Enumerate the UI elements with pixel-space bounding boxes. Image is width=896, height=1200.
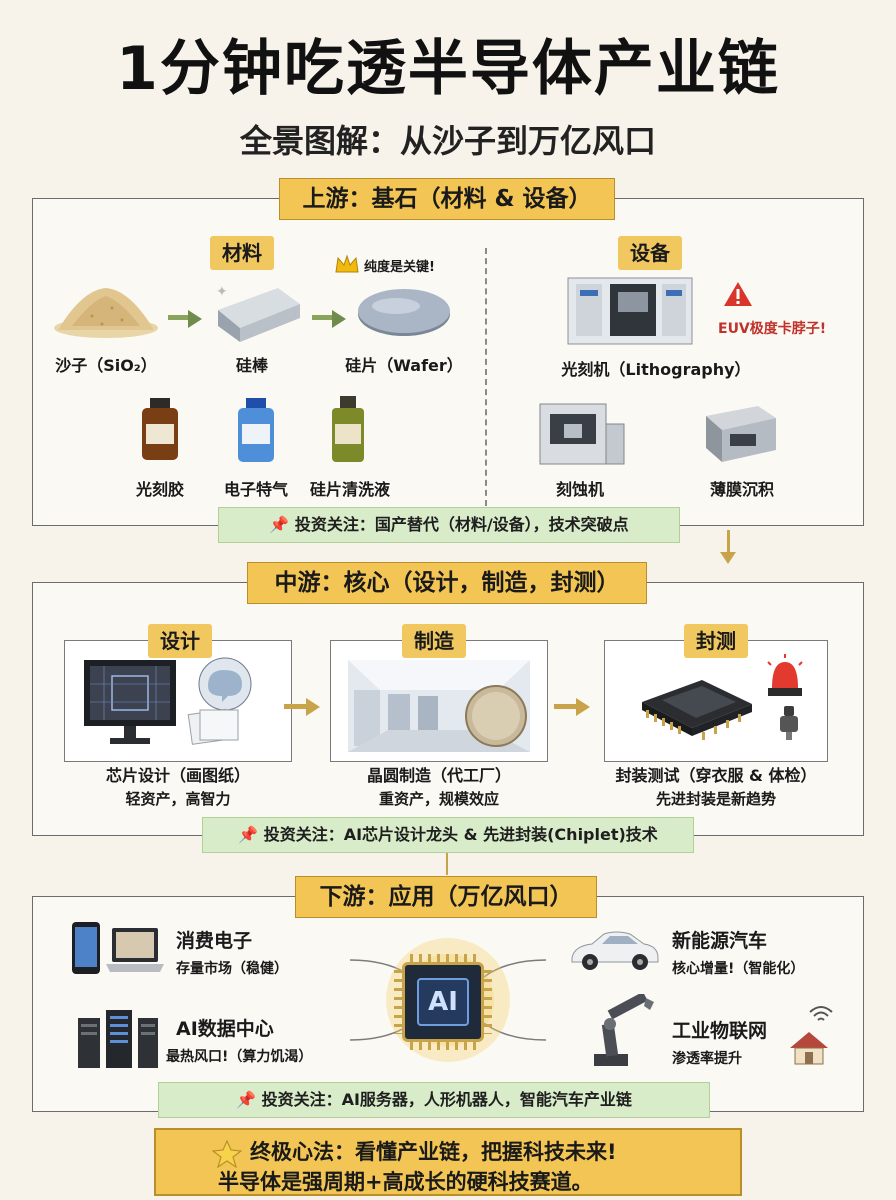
midstream-invest-text: 投资关注：AI芯片设计龙头 & 先进封装(Chiplet)技术: [263, 825, 658, 844]
smart-home-icon: [790, 1032, 828, 1065]
car-icon: [571, 931, 659, 970]
upstream-divider: [485, 248, 487, 506]
sand-label: 沙子（SiO₂）: [55, 356, 157, 375]
arrow-design-manufacture-head: [306, 698, 320, 716]
manufacture-sublabel: 重资产，规模效应: [378, 790, 499, 808]
manufacture-label: 晶圆制造（代工厂）: [366, 766, 511, 785]
alarm-light-icon: [767, 654, 803, 696]
special-gas-label: 电子特气: [223, 480, 288, 499]
photoresist-label: 光刻胶: [135, 480, 184, 499]
wafer-icon: [358, 289, 450, 336]
consumer-sublabel: 存量市场（稳健）: [176, 961, 288, 977]
downstream-invest-text: 投资关注：AI服务器，人形机器人，智能汽车产业链: [261, 1090, 632, 1109]
materials-tag: 材料: [210, 236, 274, 270]
arrow-manufacture-package-head: [576, 698, 590, 716]
pin-icon: 📌: [238, 825, 259, 844]
package-sublabel: 先进封装是新趋势: [655, 790, 776, 808]
design-tag: 设计: [148, 624, 212, 658]
arrow-design-manufacture: [284, 704, 308, 709]
downstream-header: 下游：应用（万亿风口）: [295, 876, 597, 918]
euv-note: EUV极度卡脖子!: [718, 321, 827, 337]
iot-label: 工业物联网: [672, 1020, 768, 1042]
downstream-invest-banner: 📌 投资关注：AI服务器，人形机器人，智能汽车产业链: [158, 1082, 710, 1118]
pin-icon: 📌: [269, 515, 290, 534]
warning-icon: [724, 282, 752, 306]
ai-chip-pins-bottom: [410, 1042, 476, 1050]
final-line-1: 终极心法：看懂产业链，把握科技未来!: [250, 1140, 617, 1164]
ai-chip-pins-left: [394, 970, 402, 1034]
silicon-rod-label: 硅棒: [235, 356, 268, 375]
down-arrow-head: [720, 552, 736, 564]
design-sublabel: 轻资产，高智力: [125, 790, 231, 808]
connector-mid-down: [446, 853, 448, 875]
cleaner-bottle-icon: [332, 396, 364, 462]
photoresist-bottle-icon: [142, 398, 178, 460]
ev-label: 新能源汽车: [672, 930, 768, 952]
manufacture-tag: 制造: [402, 624, 466, 658]
consumer-label: 消费电子: [176, 930, 253, 952]
etching-machine-icon: [539, 403, 625, 465]
upstream-section: [32, 198, 864, 526]
test-probe-icon: [780, 706, 798, 740]
wifi-icon: [809, 1006, 833, 1021]
deposition-label: 薄膜沉积: [709, 480, 774, 499]
iot-sublabel: 渗透率提升: [672, 1051, 742, 1067]
ai-chip-pins-right: [484, 970, 492, 1034]
robot-arm-icon: [594, 994, 654, 1066]
ai-chip-icon: AI: [402, 962, 484, 1042]
arrow-manufacture-package: [554, 704, 578, 709]
package-tag: 封测: [684, 624, 748, 658]
final-line-2: 半导体是强周期+高成长的硬科技赛道。: [218, 1170, 593, 1194]
crown-icon: [335, 254, 359, 273]
ev-sublabel: 核心增量!（智能化）: [672, 961, 805, 977]
ai-chip-pins-top: [410, 954, 476, 962]
midstream-invest-banner: 📌 投资关注：AI芯片设计龙头 & 先进封装(Chiplet)技术: [202, 817, 694, 853]
ai-chip-core: AI: [417, 978, 469, 1026]
blueprint-papers-icon: [187, 708, 239, 745]
star-icon: [212, 1140, 242, 1168]
page-subtitle: 全景图解：从沙子到万亿风口: [239, 122, 656, 160]
deposition-machine-icon: [706, 406, 776, 462]
arrow-rod-wafer-head: [332, 310, 346, 328]
brain-icon: [198, 657, 252, 711]
page-title: 1分钟吃透半导体产业链: [116, 34, 780, 104]
upstream-invest-banner: 📌 投资关注：国产替代（材料/设备），技术突破点: [218, 507, 680, 543]
datacenter-sublabel: 最热风口!（算力饥渴）: [166, 1049, 313, 1065]
svg-text:✦: ✦: [216, 284, 228, 300]
arrow-sand-rod: [168, 315, 190, 320]
special-gas-bottle-icon: [238, 398, 274, 462]
datacenter-label: AI数据中心: [176, 1018, 274, 1040]
sand-icon: [54, 288, 158, 338]
arrow-rod-wafer: [312, 315, 334, 320]
arrow-sand-rod-head: [188, 310, 202, 328]
server-rack-icon: [78, 1010, 158, 1068]
phone-laptop-icon: [72, 922, 164, 974]
package-label: 封装测试（穿衣服 & 体检）: [615, 766, 817, 785]
final-banner: 终极心法：看懂产业链，把握科技未来! 半导体是强周期+高成长的硬科技赛道。: [154, 1128, 742, 1196]
wafer-label: 硅片（Wafer）: [345, 356, 463, 375]
lithography-machine-icon: [567, 277, 693, 345]
chip-package-icon: [642, 680, 752, 740]
etching-label: 刻蚀机: [555, 480, 604, 499]
cleaner-label: 硅片清洗液: [309, 480, 390, 499]
equipment-tag: 设备: [618, 236, 682, 270]
silicon-rod-icon: ✦: [216, 284, 300, 342]
monitor-icon: [84, 660, 176, 744]
down-arrow-line: [727, 530, 730, 554]
midstream-header: 中游：核心（设计，制造，封测）: [247, 562, 647, 604]
fab-cleanroom-icon: [348, 660, 530, 752]
design-label: 芯片设计（画图纸）: [105, 766, 250, 785]
lithography-label: 光刻机（Lithography）: [561, 360, 751, 379]
upstream-header: 上游：基石（材料 & 设备）: [279, 178, 615, 220]
pin-icon: 📌: [236, 1090, 256, 1109]
upstream-invest-text: 投资关注：国产替代（材料/设备），技术突破点: [294, 515, 629, 534]
purity-note: 纯度是关键!: [364, 260, 435, 275]
